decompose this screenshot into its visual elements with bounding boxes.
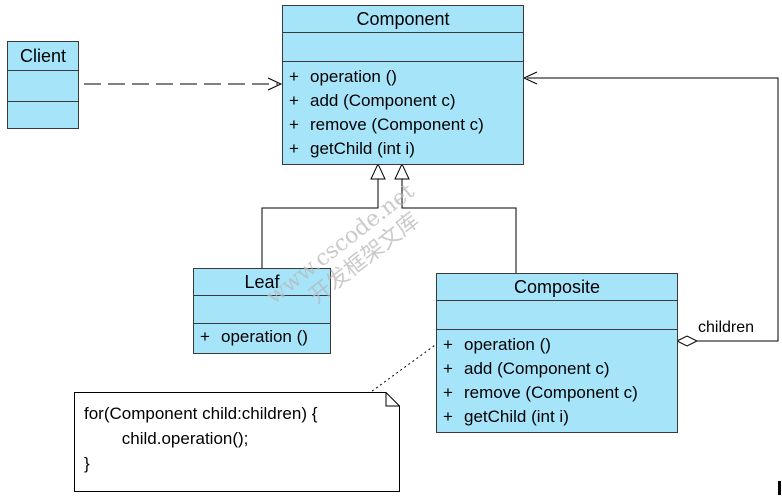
note-line: for(Component child:children) { bbox=[84, 404, 318, 423]
client-class-name: Client bbox=[8, 42, 78, 71]
client-operations-compartment bbox=[8, 102, 78, 105]
component-operation: +getChild (int i) bbox=[289, 139, 415, 158]
aggregation-line bbox=[527, 77, 779, 342]
note-shape bbox=[74, 392, 400, 492]
note-code: for(Component child:children) { child.op… bbox=[84, 401, 317, 476]
composite-attributes-compartment bbox=[437, 301, 677, 330]
leaf-class[interactable]: Leaf +operation () bbox=[193, 268, 331, 354]
composite-class[interactable]: Composite +operation () +add (Component … bbox=[436, 273, 678, 433]
composite-operation: +add (Component c) bbox=[443, 359, 610, 378]
component-operations-compartment: +operation () +add (Component c) +remove… bbox=[283, 62, 523, 161]
component-operation: +operation () bbox=[289, 67, 397, 86]
edge-mark bbox=[778, 481, 781, 495]
leaf-operation: +operation () bbox=[200, 327, 308, 346]
note-line: child.operation(); bbox=[84, 429, 249, 448]
leaf-generalization-line bbox=[261, 179, 379, 268]
leaf-generalization-triangle bbox=[370, 162, 386, 180]
component-attributes-compartment bbox=[283, 33, 523, 62]
component-operation: +remove (Component c) bbox=[289, 115, 484, 134]
children-role-label: children bbox=[698, 319, 755, 336]
aggregation-arrowhead bbox=[522, 71, 538, 85]
composite-class-name: Composite bbox=[437, 274, 677, 301]
leaf-operations-compartment: +operation () bbox=[194, 324, 330, 349]
code-note[interactable]: for(Component child:children) { child.op… bbox=[74, 392, 400, 492]
composite-generalization-line bbox=[401, 179, 517, 273]
client-class[interactable]: Client bbox=[7, 41, 79, 129]
composite-generalization-triangle bbox=[394, 162, 410, 180]
note-anchor-line bbox=[367, 342, 439, 395]
composite-operation: +remove (Component c) bbox=[443, 383, 638, 402]
composite-operation: +getChild (int i) bbox=[443, 407, 569, 426]
dependency-arrowhead bbox=[267, 77, 283, 91]
client-attributes-compartment bbox=[8, 71, 78, 102]
composite-operation: +operation () bbox=[443, 335, 551, 354]
leaf-attributes-compartment bbox=[194, 296, 330, 324]
component-class[interactable]: Component +operation () +add (Component … bbox=[282, 5, 524, 165]
leaf-class-name: Leaf bbox=[194, 269, 330, 296]
composite-operations-compartment: +operation () +add (Component c) +remove… bbox=[437, 330, 677, 429]
component-class-name: Component bbox=[283, 6, 523, 33]
note-line: } bbox=[84, 454, 90, 473]
aggregation-diamond bbox=[675, 335, 699, 347]
component-operation: +add (Component c) bbox=[289, 91, 456, 110]
